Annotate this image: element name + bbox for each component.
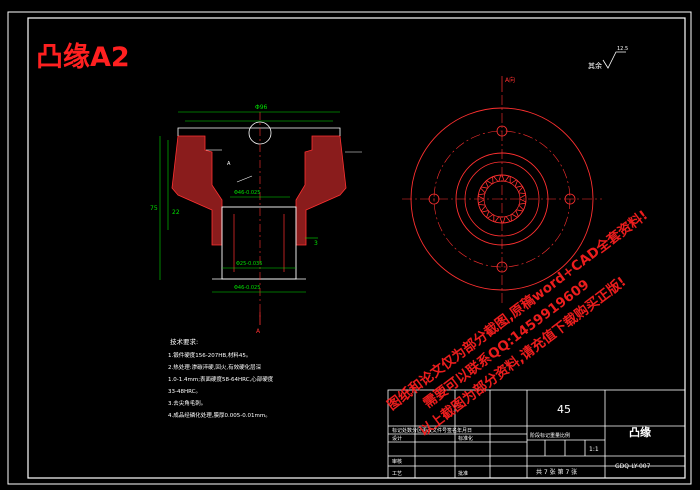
bolt-hole-1 (496, 125, 508, 137)
leader-arrow-3 (236, 175, 253, 183)
inner-frame (27, 17, 686, 479)
tb-sheet-info: 共 7 张 第 7 张 (536, 468, 577, 476)
dim-hole3: Φ46-0.025 (234, 285, 260, 291)
tech-note-line: 3.去尖角毛刺。 (168, 399, 206, 407)
roughness-label: 其余 (588, 61, 602, 70)
watermark-line: 需要可以联系QQ:1459919609 (420, 276, 593, 412)
tb-drawing-code: GDQ-LY-007 (615, 463, 651, 470)
tb-part-name: 凸缘 (629, 425, 651, 439)
tb-row-label: 审核 (392, 458, 402, 465)
section-outline (177, 127, 341, 136)
drawing-title: 凸缘A2 (36, 42, 130, 73)
bolt-hole-2 (496, 261, 508, 273)
section-right-flange (295, 135, 347, 246)
spline-teeth (477, 174, 527, 224)
watermark-line: 图纸和论文仅为部分截图,原稿word+CAD全套资料! (384, 207, 651, 414)
hub-circle (455, 152, 549, 246)
tech-note-line: 33-48HRC。 (168, 389, 201, 395)
bolt-hole-3 (428, 193, 440, 205)
direction-label: A向 (505, 76, 515, 84)
tb-material: 45 (557, 403, 571, 416)
dim-hole1: Φ46-0.025 (234, 190, 260, 196)
spline-tooth-profile (477, 174, 527, 224)
watermark: 图纸和论文仅为部分截图,原稿word+CAD全套资料! 需要可以联系QQ:145… (384, 207, 651, 440)
tb-row-label: 工艺 (392, 471, 402, 477)
dim-left-height: 75 (150, 205, 158, 212)
bolt-circle (433, 130, 571, 268)
tech-note-line: 1.锻件硬度156-207HB,材料45。 (168, 351, 251, 359)
outer-frame (7, 11, 692, 485)
roughness-value: 12.5 (617, 46, 628, 52)
dim-3: 3 (314, 240, 318, 247)
section-label: A (256, 328, 261, 335)
section-left-flange (171, 135, 223, 246)
section-view: Φ96 75 22 Φ46-0.025 Φ25-0.035 Φ46-0.025 … (150, 104, 362, 335)
tech-notes: 技术要求: 1.锻件硬度156-207HB,材料45。 2.热处理:渗碳淬硬,回… (168, 337, 274, 419)
tb-row-label: 标准化 (458, 435, 473, 442)
hub-inner-circle (464, 161, 540, 237)
dim-top-width: Φ96 (255, 104, 268, 111)
tb-row-label: 设计 (392, 435, 402, 442)
title-block (387, 389, 686, 479)
bolt-hole-4 (564, 193, 576, 205)
tech-note-line: 4.成品经磷化处理,膜厚0.005-0.01mm。 (168, 411, 271, 419)
tb-row-label: 批准 (458, 470, 468, 477)
dim-note-small: A (227, 161, 231, 167)
outer-flange-circle (410, 107, 594, 291)
a-direction-view: A向 (402, 76, 602, 305)
roughness-note: 其余 12.5 (588, 46, 628, 70)
tb-scale: 1:1 (589, 446, 599, 453)
dim-22: 22 (172, 209, 180, 216)
tb-row-label: 标记处数分区更改文件号签名年月日 (392, 427, 472, 434)
tech-note-line: 2.热处理:渗碳淬硬,回火,有效硬化层深 (168, 363, 262, 371)
roughness-symbol-icon (602, 51, 626, 69)
dim-hole2: Φ25-0.035 (236, 261, 262, 267)
tb-row-label: 阶段标记重量比例 (530, 432, 570, 439)
tech-notes-heading: 技术要求: (170, 337, 198, 346)
tech-note-line: 1.0-1.4mm;表面硬度58-64HRC,心部硬度 (168, 375, 274, 383)
